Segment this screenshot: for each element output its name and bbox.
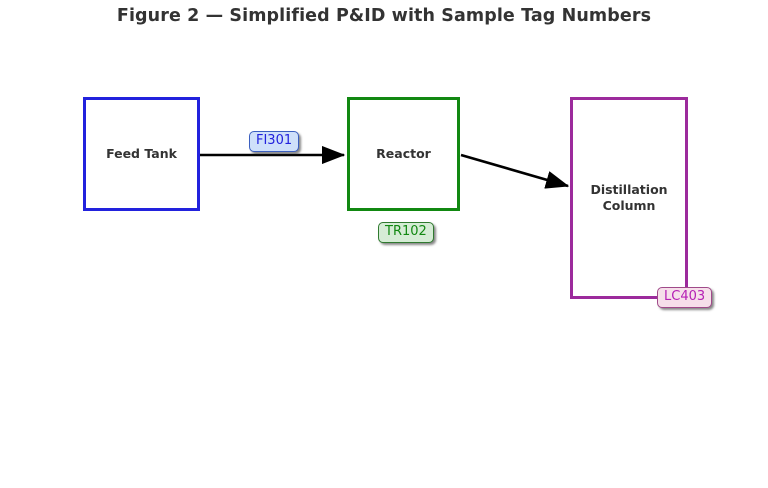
equipment-label-distillation-column: Distillation Column xyxy=(590,182,668,213)
figure-title: Figure 2 — Simplified P&ID with Sample T… xyxy=(116,6,652,26)
equipment-label-feed-tank: Feed Tank xyxy=(106,146,177,162)
instrument-tag-lc403[interactable]: LC403 xyxy=(657,287,713,308)
instrument-tag-tr102[interactable]: TR102 xyxy=(378,222,434,243)
equipment-box-feed-tank[interactable]: Feed Tank xyxy=(83,97,200,211)
equipment-label-reactor: Reactor xyxy=(376,146,431,162)
equipment-box-reactor[interactable]: Reactor xyxy=(347,97,460,211)
flow-arrow-reactor-to-column xyxy=(460,153,570,189)
instrument-tag-fi301[interactable]: FI301 xyxy=(249,131,300,152)
equipment-box-distillation-column[interactable]: Distillation Column xyxy=(570,97,688,299)
